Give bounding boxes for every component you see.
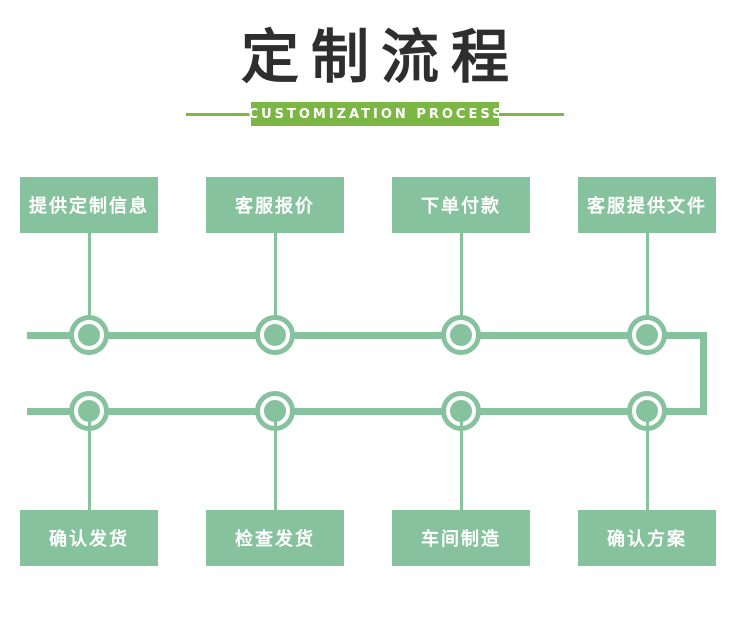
flow-node-circle (446, 320, 476, 350)
connector-top-3 (460, 233, 463, 335)
flow-rail-bottom (27, 408, 707, 415)
connector-top-1 (88, 233, 91, 335)
flow-node-circle (260, 320, 290, 350)
connector-bottom-1 (88, 411, 91, 510)
subtitle-banner-row: CUSTOMIZATION PROCESS (0, 102, 750, 126)
banner-right-line (499, 112, 564, 116)
step-confirm-plan: 确认方案 (578, 510, 716, 566)
flow-node-circle (632, 320, 662, 350)
subtitle-banner: CUSTOMIZATION PROCESS (249, 102, 501, 126)
connector-bottom-4 (646, 411, 649, 510)
banner-left-line (186, 112, 251, 116)
connector-bottom-3 (460, 411, 463, 510)
step-service-provides-files: 客服提供文件 (578, 177, 716, 233)
step-check-shipment: 检查发货 (206, 510, 344, 566)
subtitle-text: CUSTOMIZATION PROCESS (248, 106, 505, 122)
flow-node-circle (74, 320, 104, 350)
step-workshop-manufacturing: 车间制造 (392, 510, 530, 566)
step-provide-custom-info: 提供定制信息 (20, 177, 158, 233)
page-title: 定制流程 (240, 23, 521, 91)
step-confirm-shipment: 确认发货 (20, 510, 158, 566)
connector-bottom-2 (274, 411, 277, 510)
step-place-order-pay: 下单付款 (392, 177, 530, 233)
connector-top-4 (646, 233, 649, 335)
flow-rail-top (27, 332, 707, 339)
step-customer-service-quote: 客服报价 (206, 177, 344, 233)
connector-top-2 (274, 233, 277, 335)
flow-rail-right-turn (700, 332, 707, 415)
